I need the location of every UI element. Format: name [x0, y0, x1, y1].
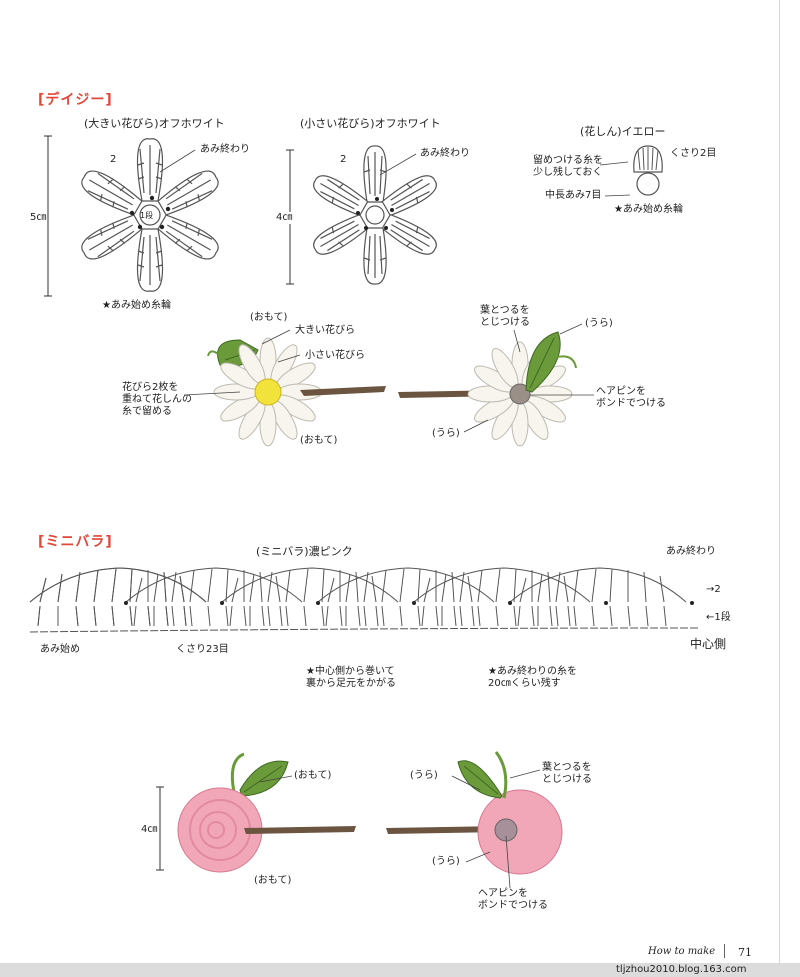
large-round2-label: 2 — [110, 154, 117, 165]
small-round2-label: 2 — [340, 154, 347, 165]
center-chart — [633, 145, 663, 196]
minirose-row1-label: ←1段 — [706, 612, 731, 623]
large-size-label: 5㎝ — [30, 212, 47, 224]
daisy-front-stack-note: 花びら2枚を 重ねて花しんの 糸で留める — [122, 382, 192, 417]
footer-page-number: 71 — [738, 946, 752, 959]
minirose-chain23-label: くさり23目 — [176, 644, 229, 655]
page-edge-line — [779, 0, 780, 977]
minirose-back-photo — [386, 751, 563, 875]
center-hdc7-label: 中長あみ7目 — [545, 190, 602, 201]
footer-how-to-make: How to make — [648, 946, 716, 957]
daisy-start-note: ★あみ始め糸輪 — [102, 300, 171, 311]
minirose-front-photo — [177, 752, 356, 873]
daisy-back-pin-note: ヘアピンを ボンドでつける — [596, 386, 666, 409]
minirose-chart-label: (ミニバラ)濃ピンク — [256, 545, 353, 558]
daisy-section-title: [デイジー] — [38, 92, 113, 108]
flower-center-label: (花しん)イエロー — [580, 125, 666, 138]
minirose-back-ura-bottom: (うら) — [432, 856, 460, 867]
center-leave-yarn-note: 留めつける糸を 少し残しておく — [533, 155, 603, 178]
minirose-back-ura-top: (うら) — [410, 770, 438, 781]
daisy-front-big-petal: 大きい花びら — [295, 325, 355, 336]
small-petal-label: (小さい花びら)オフホワイト — [300, 117, 441, 130]
small-size-label: 4㎝ — [276, 212, 293, 224]
large-petal-chart — [77, 138, 223, 292]
center-chain2-label: くさり2目 — [670, 148, 717, 159]
daisy-back-photo — [398, 331, 577, 447]
daisy-back-sew-leaf: 葉とつるを とじつける — [480, 305, 530, 328]
daisy-back-ura-bottom: (うら) — [432, 428, 460, 439]
footer-bar — [0, 963, 800, 977]
minirose-row2-label: →2 — [706, 584, 721, 595]
daisy-front-photo — [207, 337, 386, 447]
minirose-front-omote-top: (おもて) — [294, 770, 332, 781]
large-petal-label: (大きい花びら)オフホワイト — [84, 117, 225, 130]
footer-divider — [724, 944, 725, 958]
minirose-size-label: 4㎝ — [141, 824, 158, 836]
minirose-back-sew-leaf: 葉とつるを とじつける — [542, 762, 592, 785]
minirose-back-pin-note: ヘアピンを ボンドでつける — [478, 888, 548, 911]
minirose-start-label: あみ始め — [40, 644, 80, 655]
minirose-note1: ★中心側から巻いて 裏から足元をかがる — [306, 666, 396, 689]
daisy-front-omote-top: (おもて) — [250, 312, 288, 323]
minirose-center-side: 中心側 — [690, 637, 727, 651]
daisy-back-ura-top: (うら) — [585, 318, 613, 329]
small-petal-chart — [309, 145, 441, 285]
center-start-note: ★あみ始め糸輪 — [614, 204, 683, 215]
minirose-chart — [29, 567, 699, 633]
daisy-front-small-petal: 小さい花びら — [305, 350, 365, 361]
footer-watermark: tljzhou2010.blog.163.com — [616, 964, 747, 975]
minirose-front-omote-bottom: (おもて) — [254, 875, 292, 886]
minirose-note2: ★あみ終わりの糸を 20㎝くらい残す — [488, 666, 577, 689]
minirose-section-title: [ミニバラ] — [38, 534, 113, 550]
daisy-front-omote-bottom: (おもて) — [300, 435, 338, 446]
large-end-label: あみ終わり — [200, 144, 250, 155]
minirose-end-label: あみ終わり — [666, 546, 716, 557]
small-end-label: あみ終わり — [420, 148, 470, 159]
large-round1-label: 1段 — [140, 211, 154, 220]
